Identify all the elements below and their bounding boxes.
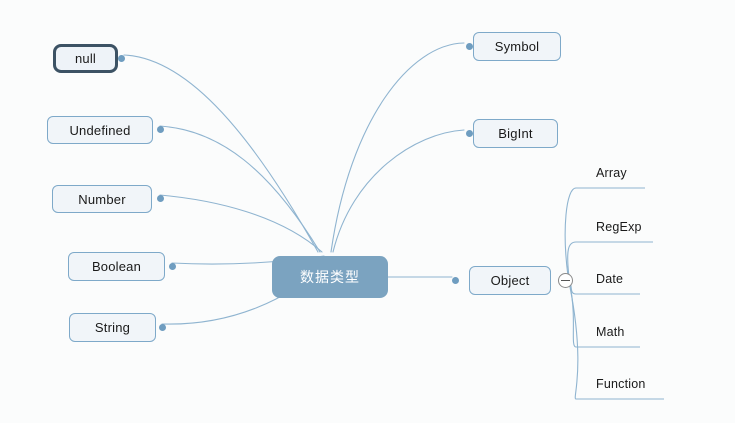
node-bigint[interactable]: BigInt xyxy=(473,119,558,148)
leaf-label-date[interactable]: Date xyxy=(596,272,624,286)
connector-dot-symbol xyxy=(466,43,473,50)
edge-left-1 xyxy=(159,125,321,253)
connector-dot-bigint xyxy=(466,130,473,137)
connector-dot-null xyxy=(118,55,125,62)
node-undefined[interactable]: Undefined xyxy=(47,116,153,144)
node-number[interactable]: Number xyxy=(52,185,152,213)
leaf-label-regexp[interactable]: RegExp xyxy=(596,220,642,234)
edge-left-0 xyxy=(123,54,319,253)
connector-dot-undefined xyxy=(157,126,164,133)
leaf-label-math[interactable]: Math xyxy=(596,325,625,339)
root-node-data-types[interactable]: 数据类型 xyxy=(272,256,388,298)
node-label: Undefined xyxy=(69,122,131,138)
edge-right-1 xyxy=(332,129,465,253)
node-label: Boolean xyxy=(91,259,142,274)
edge-child-4 xyxy=(569,286,579,400)
node-null[interactable]: null xyxy=(53,44,118,73)
node-label: String xyxy=(94,320,131,335)
node-label: Object xyxy=(490,273,530,288)
node-label: Symbol xyxy=(494,39,540,54)
node-label: null xyxy=(74,51,97,66)
edge-left-2 xyxy=(159,194,323,253)
connector-dot-object xyxy=(452,277,459,284)
leaf-label-function[interactable]: Function xyxy=(596,377,646,391)
node-symbol[interactable]: Symbol xyxy=(473,32,561,61)
node-label: BigInt xyxy=(498,126,533,141)
edge-child-1 xyxy=(567,241,577,278)
connector-dot-number xyxy=(157,195,164,202)
connector-dot-string xyxy=(159,324,166,331)
edge-child-0 xyxy=(564,187,577,277)
object-child-connectors xyxy=(564,187,579,400)
node-object[interactable]: Object xyxy=(469,266,551,295)
collapse-toggle-icon[interactable] xyxy=(558,273,573,288)
node-boolean[interactable]: Boolean xyxy=(68,252,165,281)
leaf-label-array[interactable]: Array xyxy=(596,166,627,180)
edge-child-3 xyxy=(569,284,577,348)
connector-dot-boolean xyxy=(169,263,176,270)
root-node-label: 数据类型 xyxy=(300,269,360,285)
node-label: Number xyxy=(78,191,126,207)
node-string[interactable]: String xyxy=(69,313,156,342)
edge-right-0 xyxy=(330,42,465,253)
